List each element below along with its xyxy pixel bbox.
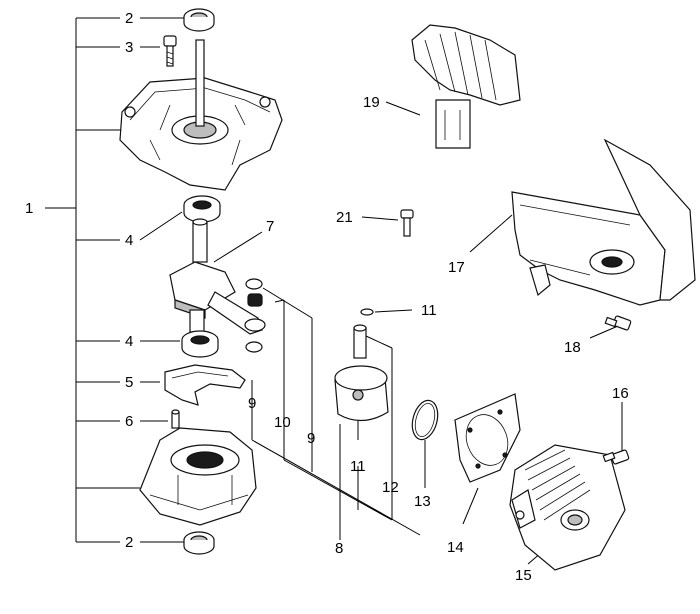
bolt-21 [400,209,414,237]
callout-9-left: 9 [248,395,256,412]
piston-ring [411,399,439,441]
cylinder-cover [511,138,696,306]
crankcase-lower [139,427,257,526]
dowel-pin [171,409,180,429]
washers-9-10 [245,278,263,353]
callout-labels: 1 2 2 3 4 4 5 6 7 8 9 9 10 11 11 12 13 1… [25,10,629,584]
callout-3: 3 [125,39,133,56]
callout-18: 18 [564,339,581,356]
callout-6: 6 [125,413,133,430]
crankcase-upper [119,39,283,191]
callout-17: 17 [448,259,465,276]
callout-13: 13 [414,493,431,510]
callout-7: 7 [266,218,274,235]
bearing-lower [181,330,219,358]
callout-9-right: 9 [307,430,315,447]
callout-14: 14 [447,539,464,556]
piston-pin [353,324,367,359]
callout-2-bottom: 2 [125,534,133,551]
callout-19: 19 [363,94,380,111]
bolt-18 [604,315,632,331]
callout-15: 15 [515,567,532,584]
piston [334,365,389,422]
callout-4-upper: 4 [125,232,133,249]
oil-seal-top [183,8,215,32]
circlip-upper [360,308,374,316]
needle-bearing [247,293,263,307]
air-shroud [411,24,521,149]
callout-16: 16 [612,385,629,402]
bearing-upper [183,195,221,223]
cylinder [509,444,626,571]
callout-2-top: 2 [125,10,133,27]
oil-seal-bottom [183,531,215,555]
callout-4-lower: 4 [125,333,133,350]
callout-21: 21 [336,209,353,226]
spark-plug [602,449,630,465]
leader-lines [45,17,623,565]
callout-8: 8 [335,540,343,557]
callout-12: 12 [382,479,399,496]
crankshaft [169,218,266,335]
callout-10: 10 [274,414,291,431]
cylinder-gasket [454,393,521,483]
callout-1: 1 [25,200,33,217]
screw-3 [163,35,177,67]
crankcase-gasket [164,364,246,406]
callout-5: 5 [125,374,133,391]
callout-11-lower: 11 [350,458,366,475]
callout-11-upper: 11 [421,302,437,319]
